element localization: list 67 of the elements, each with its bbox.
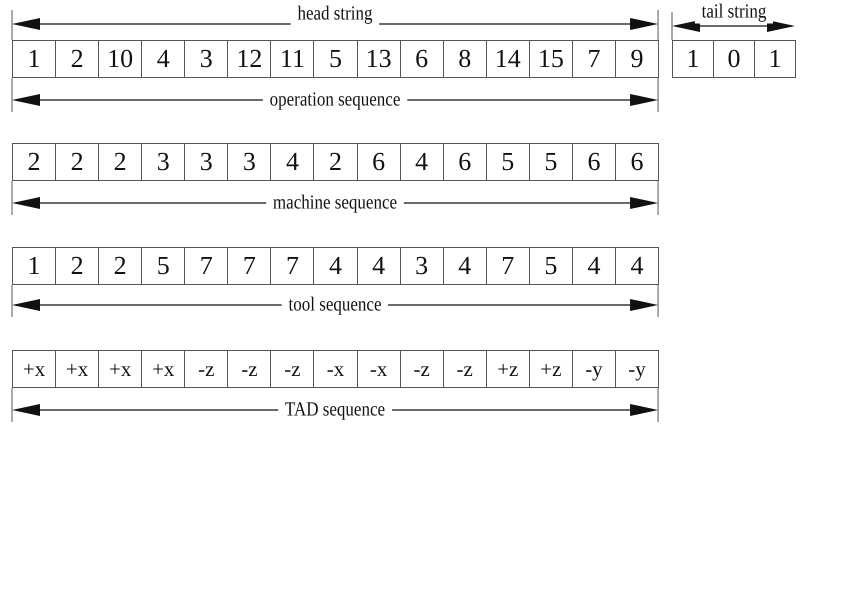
sequence-cell: 11 [270, 40, 314, 78]
sequence-cell: +z [486, 350, 530, 388]
sequence-cell: 3 [184, 40, 228, 78]
sequence-cell: 4 [313, 247, 358, 285]
sequence-cell: +x [98, 350, 142, 388]
sequence-cell: 7 [270, 247, 314, 285]
sequence-cell: 2 [55, 247, 100, 285]
sequence-cell: 2 [55, 40, 100, 78]
sequence-cell: 7 [184, 247, 228, 285]
sequence-cell: 4 [442, 247, 487, 285]
sequence-cell: 4 [270, 143, 314, 181]
sequence-cell: -z [227, 350, 272, 388]
sequence-cell: +x [141, 350, 186, 388]
sequence-cell: 5 [141, 247, 186, 285]
sequence-cell: 1 [754, 40, 796, 78]
sequence-cell: 2 [12, 143, 56, 181]
sequence-cell: 2 [98, 247, 142, 285]
sequence-cell: 9 [614, 40, 660, 78]
sequence-cell: 4 [141, 40, 186, 78]
sequence-cell: -z [270, 350, 314, 388]
sequence-cell: 5 [528, 247, 573, 285]
sequence-cell: -z [400, 350, 444, 388]
sequence-cell: 2 [98, 143, 142, 181]
sequence-cell: 1 [12, 247, 56, 285]
sequence-cell: 6 [400, 40, 444, 78]
sequence-cell: 4 [400, 143, 444, 181]
sequence-cell: -y [614, 350, 660, 388]
sequence-cell: 3 [400, 247, 444, 285]
sequence-cell: 5 [528, 143, 573, 181]
sequence-cell: +z [528, 350, 573, 388]
sequence-cell: -x [313, 350, 358, 388]
dimension-label: tool sequence [282, 294, 388, 316]
dimension-label: head string [290, 2, 380, 26]
sequence-cell: 7 [486, 247, 530, 285]
sequence-cell: 5 [486, 143, 530, 181]
sequence-cell: 7 [227, 247, 272, 285]
sequence-cell: +x [12, 350, 56, 388]
sequence-cell: 1 [672, 40, 714, 78]
sequence-cell: 15 [528, 40, 573, 78]
dimension-label: machine sequence [266, 192, 404, 214]
sequence-cell: -y [572, 350, 616, 388]
dimension-label: tail string [694, 0, 773, 24]
sequence-cell: 5 [313, 40, 358, 78]
sequence-cell: 6 [356, 143, 401, 181]
sequence-cell: 2 [55, 143, 100, 181]
sequence-cell: 0 [713, 40, 755, 78]
sequence-cell: 14 [486, 40, 530, 78]
sequence-cell: -x [356, 350, 401, 388]
sequence-cell: 3 [184, 143, 228, 181]
sequence-cell: 7 [572, 40, 616, 78]
sequence-cell: 3 [141, 143, 186, 181]
sequence-cell: 4 [614, 247, 660, 285]
sequence-cell: 8 [442, 40, 487, 78]
sequence-cell: 6 [614, 143, 660, 181]
sequence-cell: -z [442, 350, 487, 388]
sequence-cell: 10 [98, 40, 142, 78]
sequence-cell: +x [55, 350, 100, 388]
sequence-cell: 4 [572, 247, 616, 285]
sequence-cell: 6 [572, 143, 616, 181]
sequence-cell: 1 [12, 40, 56, 78]
sequence-cell: 12 [227, 40, 272, 78]
sequence-cell: 3 [227, 143, 272, 181]
sequence-cell: 6 [442, 143, 487, 181]
sequence-cell: 4 [356, 247, 401, 285]
sequence-cell: 2 [313, 143, 358, 181]
sequence-cell: -z [184, 350, 228, 388]
sequence-cell: 13 [356, 40, 401, 78]
